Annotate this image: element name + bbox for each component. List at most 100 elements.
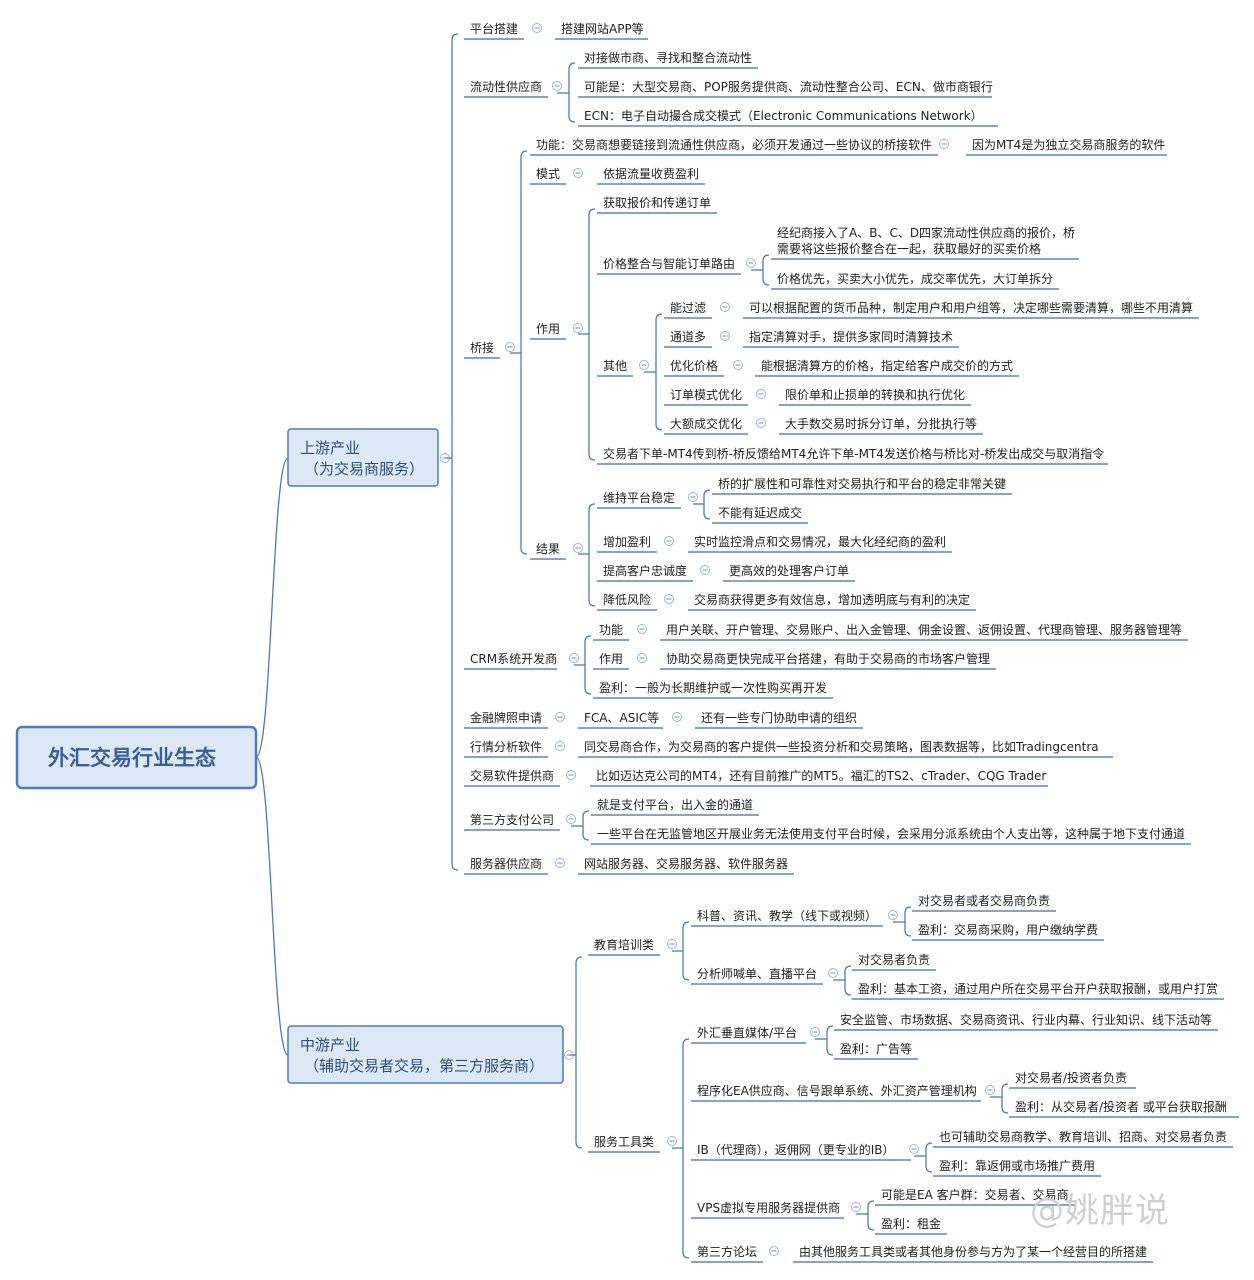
- midstream-bracket-elbow: [575, 1141, 583, 1149]
- connector-root-midstream: [255, 756, 289, 1056]
- service-ib-bracket-elbow: [925, 1165, 933, 1173]
- license-detail: FCA、ASIC等: [584, 711, 659, 725]
- result-item: 降低风险: [603, 592, 651, 607]
- crm-branch: CRM系统开发商: [470, 651, 557, 666]
- result-stability-bracket-elbow: [703, 489, 711, 497]
- payment-bracket-elbow: [582, 810, 590, 818]
- bridge-result-bracket-elbow: [588, 599, 596, 607]
- connector-root-upstream: [255, 457, 289, 758]
- education-analyst: 分析师喊单、直播平台: [697, 966, 817, 981]
- crm-profit: 盈利：一般为长期维护或一次性购买再开发: [599, 680, 827, 695]
- result-item-detail: 交易商获得更多有效信息，增加透明底与有利的决定: [694, 592, 970, 607]
- service-forum: 第三方论坛: [697, 1244, 757, 1259]
- service-vps-bracket-elbow: [867, 1223, 875, 1231]
- service-bracket-elbow: [682, 1038, 690, 1046]
- bridge-other-item: 大额成交优化: [670, 416, 742, 431]
- result-item-detail: 实时监控滑点和交易情况，最大化经纪商的盈利: [694, 534, 946, 549]
- service-ib: IB（代理商），返佣网（更专业的IB）: [697, 1142, 895, 1157]
- bridge-bracket-elbow: [520, 150, 528, 158]
- bridge-mode-detail: 依据流量收费盈利: [603, 166, 699, 181]
- bridge-mode: 模式: [536, 167, 560, 181]
- education-science-bracket-elbow: [904, 906, 912, 914]
- payment-bracket-elbow: [582, 833, 590, 841]
- service-branch: 服务工具类: [594, 1134, 654, 1149]
- service-ib-item: 也可辅助交易商教学、教育培训、招商、对交易者负责: [939, 1129, 1227, 1144]
- bridge-other-bracket-elbow: [655, 423, 663, 431]
- liquidity-item: 可能是：大型交易商、POP服务提供商、流动性整合公司、ECN、做市商银行: [584, 79, 993, 94]
- bridge-role-bracket-elbow: [588, 208, 596, 216]
- result-item: 增加盈利: [603, 535, 651, 549]
- service-vps: VPS虚拟专用服务器提供商: [697, 1200, 840, 1215]
- bridge-other-item-detail: 能根据清算方的价格，指定给客户成交价的方式: [761, 358, 1013, 373]
- bridge-routing-priority: 价格优先，买卖大小优先，成交率优先，大订单拆分: [777, 271, 1053, 286]
- liquidity-bracket-elbow: [568, 115, 576, 123]
- bridge-routing-detail-2: 需要将这些报价整合在一起，获取最好的买卖价格: [777, 241, 1041, 256]
- bridge-routing-bracket-elbow: [762, 278, 770, 286]
- bridge-function: 功能：交易商想要链接到流通性供应商，必须开发通过一些协议的桥接软件: [536, 137, 932, 152]
- crm-role: 作用: [599, 652, 623, 666]
- bridge-other-item-detail: 限价单和止损单的转换和执行优化: [785, 387, 965, 402]
- bridge-other-item: 优化价格: [670, 358, 718, 373]
- service-vps-bracket-elbow: [867, 1200, 875, 1208]
- service-media-item: 盈利：广告等: [840, 1042, 912, 1056]
- education-bracket-elbow: [682, 921, 690, 929]
- service-ea-bracket-elbow: [1001, 1083, 1009, 1091]
- bridge-result: 结果: [536, 542, 560, 556]
- education-analyst-bracket-elbow: [844, 965, 852, 973]
- bridge-role-bracket-elbow: [588, 453, 596, 461]
- bridge-role: 作用: [536, 322, 560, 336]
- service-ea-item: 盈利：从交易者/投资者 或平台获取报酬: [1015, 1099, 1227, 1114]
- service-media-item: 安全监管、市场数据、交易商资讯、行业内幕、行业知识、线下活动等: [840, 1012, 1212, 1027]
- server-detail: 网站服务器、交易服务器、软件服务器: [584, 856, 788, 871]
- bridge-routing-detail-1: 经纪商接入了A、B、C、D四家流动性供应商的报价，桥: [777, 225, 1075, 240]
- platform-detail: 搭建网站APP等: [561, 22, 644, 36]
- midstream-node[interactable]: [287, 1025, 564, 1084]
- bridge-other-bracket-elbow: [655, 313, 663, 321]
- service-media: 外汇垂直媒体/平台: [697, 1025, 797, 1040]
- education-analyst-item: 对交易者负责: [858, 952, 930, 967]
- crm-function-detail: 用户关联、开户管理、交易账户、出入金管理、佣金设置、返佣设置、代理商管理、服务器…: [666, 622, 1182, 637]
- payment-item: 一些平台在无监管地区开展业务无法使用支付平台时候，会采用分派系统由个人支出等，这…: [597, 826, 1185, 841]
- result-stability: 维持平台稳定: [603, 490, 675, 505]
- upstream-subtitle: （为交易商服务）: [304, 460, 424, 478]
- education-analyst-item: 盈利：基本工资，通过用户所在交易平台开户获取报酬，或用户打赏: [858, 981, 1218, 996]
- result-item-detail: 更高效的处理客户订单: [729, 563, 849, 578]
- server-branch: 服务器供应商: [470, 856, 542, 871]
- bridge-other: 其他: [603, 359, 627, 373]
- crm-bracket-elbow: [584, 635, 592, 643]
- crm-function: 功能: [599, 623, 623, 637]
- bridge-other-item: 通道多: [670, 330, 706, 344]
- payment-item: 就是支付平台，出入金的通道: [597, 797, 753, 812]
- watermark: @姚胖说: [1030, 1191, 1170, 1231]
- bridge-flow: 交易者下单-MT4传到桥-桥反馈给MT4允许下单-MT4发送价格与桥比对-桥发出…: [603, 446, 1104, 461]
- bridge-other-item: 能过滤: [670, 301, 706, 315]
- upstream-node[interactable]: [287, 428, 439, 487]
- service-media-bracket-elbow: [826, 1048, 834, 1056]
- bridge-branch: 桥接: [470, 340, 494, 355]
- bridge-routing-bracket-elbow: [762, 254, 770, 262]
- service-ib-bracket-elbow: [925, 1142, 933, 1150]
- bridge-other-item-detail: 大手数交易时拆分订单，分批执行等: [785, 416, 977, 431]
- midstream-title: 中游产业: [300, 1036, 360, 1054]
- bridge-role-quote: 获取报价和传递订单: [603, 195, 711, 210]
- bridge-other-item-detail: 可以根据配置的货币品种，制定用户和用户组等，决定哪些需要清算，哪些不用清算: [749, 300, 1193, 315]
- payment-branch: 第三方支付公司: [470, 812, 554, 827]
- root-title: 外汇交易行业生态: [48, 746, 216, 770]
- midstream-bracket-elbow: [575, 956, 583, 964]
- bridge-routing: 价格整合与智能订单路由: [603, 256, 735, 271]
- liquidity-branch: 流动性供应商: [470, 79, 542, 94]
- education-science-bracket-elbow: [904, 929, 912, 937]
- service-ea: 程序化EA供应商、信号跟单系统、外汇资产管理机构: [697, 1083, 977, 1098]
- market-analysis-branch: 行情分析软件: [470, 740, 542, 754]
- service-ib-item: 盈利：靠返佣或市场推广费用: [939, 1158, 1095, 1173]
- result-stability-item: 不能有延迟成交: [718, 505, 802, 520]
- result-stability-item: 桥的扩展性和可靠性对交易执行和平台的稳定非常关键: [718, 476, 1006, 491]
- midstream-subtitle: （辅助交易者交易，第三方服务商）: [304, 1057, 544, 1075]
- service-vps-item: 可能是EA 客户群：交易者、交易商: [881, 1187, 1069, 1202]
- crm-role-detail: 协助交易商更快完成平台搭建，有助于交易商的市场客户管理: [666, 651, 990, 666]
- bridge-function-reason: 因为MT4是为独立交易商服务的软件: [972, 137, 1165, 152]
- trading-software-branch: 交易软件提供商: [470, 768, 554, 783]
- service-bracket-elbow: [682, 1251, 690, 1259]
- liquidity-bracket-elbow: [568, 62, 576, 70]
- crm-bracket-elbow: [584, 687, 592, 695]
